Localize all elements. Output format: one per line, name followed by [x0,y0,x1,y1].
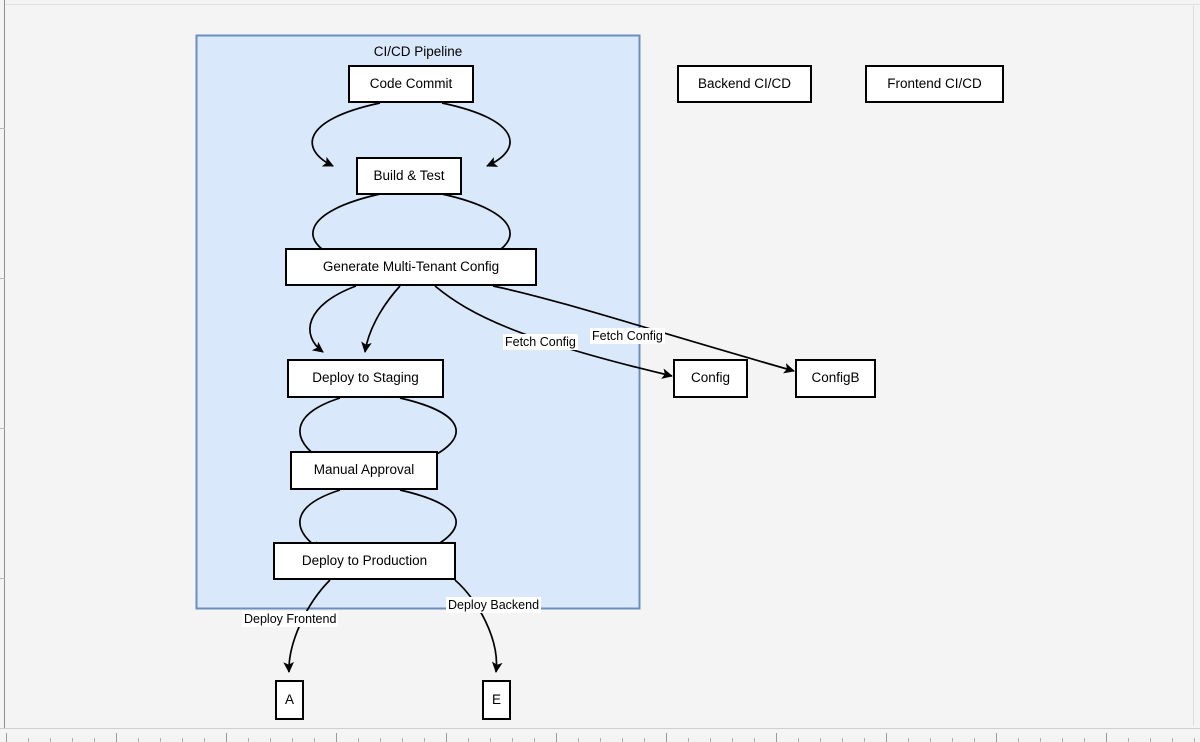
ruler-tick [446,733,447,742]
edge-label-fetch-config-1: Fetch Config [503,334,578,351]
container-title: CI/CD Pipeline [373,44,463,59]
ruler-bottom[interactable] [0,728,1200,742]
node-build-test[interactable] [356,157,462,195]
edge-deploy-prod-node-e[interactable] [454,579,503,673]
ruler-tick [644,738,645,742]
ruler-tick [512,738,513,742]
ruler-tick [248,738,249,742]
ruler-tick [270,738,271,742]
node-deploy-staging[interactable] [287,359,444,398]
ruler-tick [534,738,535,742]
ruler-tick [578,738,579,742]
edge-gen-config-config[interactable] [434,285,673,379]
ruler-tick [226,733,227,742]
edge-deploy-staging-manual-approval-right[interactable] [399,397,457,461]
ruler-tick [380,738,381,742]
ruler-tick [600,738,601,742]
edge-label-deploy-frontend: Deploy Frontend [242,611,339,628]
ruler-tick [1128,738,1129,742]
ruler-tick [688,738,689,742]
ruler-tick [204,738,205,742]
ruler-tick [1040,738,1041,742]
ruler-tick [908,738,909,742]
ruler-tick [820,738,821,742]
ruler-left[interactable] [0,0,5,742]
ruler-tick [974,738,975,742]
ruler-tick [886,733,887,742]
ruler-tick [776,733,777,742]
node-code-commit[interactable] [348,65,474,103]
container-ci-cd-pipeline[interactable] [195,34,641,610]
ruler-tick [50,738,51,742]
ruler-tick [842,738,843,742]
node-configb[interactable] [795,359,876,398]
ruler-top [0,0,1200,5]
ruler-tick [160,738,161,742]
ruler-tick [1106,733,1107,742]
ruler-tick [292,738,293,742]
ruler-tick [402,738,403,742]
ruler-tick [138,738,139,742]
ruler-tick [468,738,469,742]
edge-gen-config-deploy-staging-right[interactable] [361,285,401,353]
ruler-tick [314,738,315,742]
ruler-tick [28,738,29,742]
node-frontend-cicd[interactable] [865,65,1004,103]
ruler-tick [336,733,337,742]
ruler-tick [798,738,799,742]
node-deploy-prod[interactable] [273,542,456,580]
ruler-tick [622,738,623,742]
ruler-tick [1084,738,1085,742]
ruler-tick [556,733,557,742]
edge-gen-config-configb[interactable] [492,285,795,374]
ruler-tick [72,738,73,742]
ruler-tick [732,738,733,742]
ruler-tick [94,738,95,742]
ruler-tick [930,738,931,742]
ruler-tick [490,738,491,742]
node-config[interactable] [673,359,748,398]
ruler-tick [1194,738,1195,742]
edge-label-fetch-config-2: Fetch Config [590,328,665,345]
ruler-tick [424,738,425,742]
ruler-tick [358,738,359,742]
node-manual-approval[interactable] [290,451,438,490]
ruler-tick [6,733,7,742]
ruler-tick [666,733,667,742]
ruler-tick [1062,738,1063,742]
node-e[interactable] [482,680,511,720]
edge-code-commit-build-test-left[interactable] [311,102,381,167]
ruler-tick [864,738,865,742]
edge-code-commit-build-test-right[interactable] [441,102,511,167]
ruler-tick [1150,738,1151,742]
ruler-tick [1172,738,1173,742]
node-backend-cicd[interactable] [677,65,812,103]
node-gen-config[interactable] [285,248,537,286]
edge-label-deploy-backend: Deploy Backend [446,597,542,614]
ruler-tick [952,738,953,742]
edge-gen-config-deploy-staging-left[interactable] [309,285,357,353]
node-a[interactable] [275,680,304,720]
ruler-tick [182,738,183,742]
ruler-tick [1018,738,1019,742]
ruler-tick [996,733,997,742]
ruler-tick [116,733,117,742]
ruler-tick [710,738,711,742]
ruler-tick [754,738,755,742]
